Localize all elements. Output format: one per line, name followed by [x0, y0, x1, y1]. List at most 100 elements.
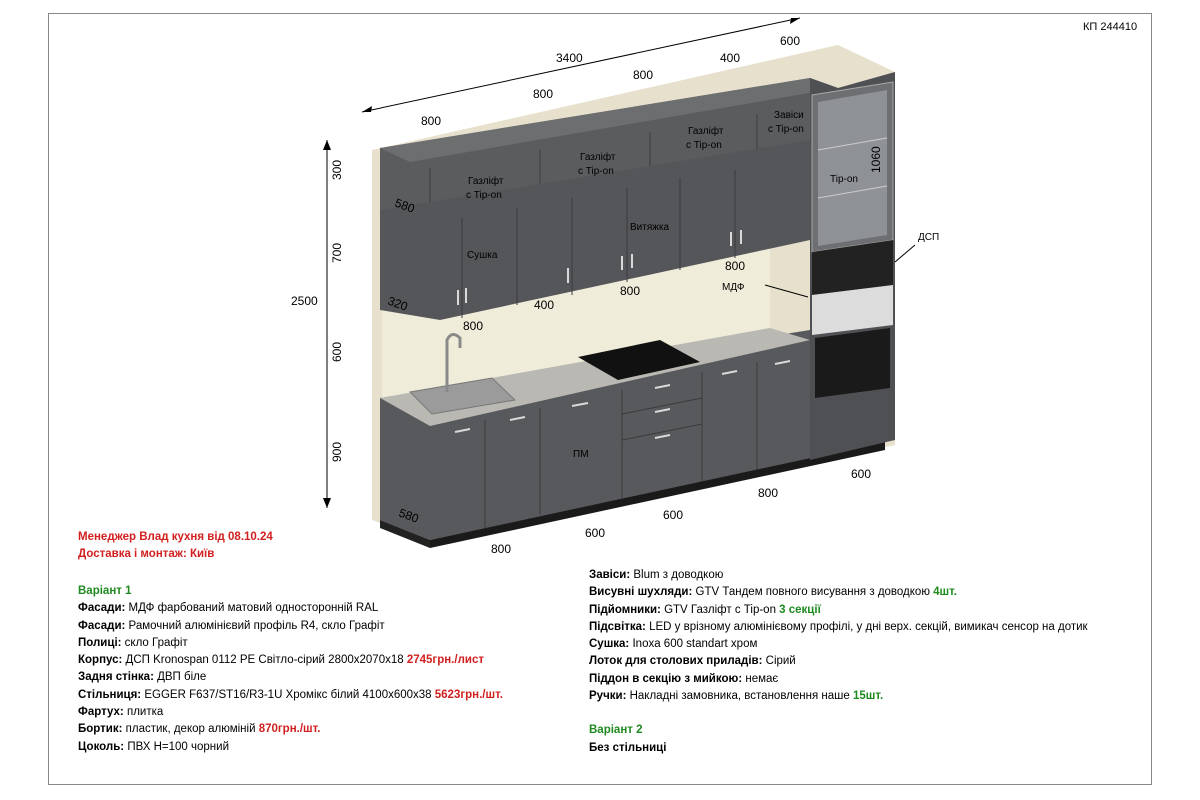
oven — [815, 328, 890, 398]
manager-header: Менеджер Влад кухня від 08.10.24 Доставк… — [78, 529, 273, 564]
spec-text: плитка — [123, 706, 164, 719]
spec-label: Піддон в секцію з мийкою: — [589, 672, 743, 685]
spec-text: ПВХ H=100 чорний — [124, 740, 230, 753]
spec-text: пластик, декор алюміній — [122, 723, 259, 736]
spec-row: Сушка: Inoxa 600 standart хром — [589, 636, 1088, 653]
dim-top-800-a: 800 — [421, 114, 441, 128]
dim-top-800-c: 800 — [633, 68, 653, 82]
label-gaslift-2a: Газліфт — [580, 151, 616, 163]
spec-label: Сушка: — [589, 638, 630, 651]
spec-price: 4шт. — [933, 586, 957, 599]
spec-price: 2745грн./лист — [406, 654, 484, 667]
label-gaslift-3a: Газліфт — [688, 125, 724, 137]
spec-row: Корпус: ДСП Kronospan 0112 PE Світло-сір… — [78, 652, 503, 669]
variant1-title: Варіант 1 — [78, 585, 132, 597]
dim-mid-800-a: 800 — [463, 319, 483, 333]
label-gaslift-1b: с Tip-on — [466, 190, 502, 201]
spec-label: Висувні шухляди: — [589, 586, 693, 599]
spec-label: Підйомники: — [589, 603, 661, 616]
spec-text: Сірий — [762, 655, 796, 668]
spec-label: Задня стінка: — [78, 671, 154, 684]
spec-row: Фартух: плитка — [78, 704, 503, 721]
spec-label: Лоток для столових приладів: — [589, 655, 763, 668]
dim-depth-580-top: 580 — [393, 196, 417, 216]
label-gaslift-3b: с Tip-on — [686, 140, 722, 151]
spec-text: МДФ фарбований матовий односторонній RAL — [125, 602, 379, 615]
spec-row: Підсвітка: LED у врізному алюмінієвому п… — [589, 619, 1088, 636]
spec-price: 870грн./шт. — [258, 723, 321, 736]
spec-price: 3 секції — [779, 603, 821, 616]
spec-row: Фасади: Рамочний алюмінієвий профіль R4,… — [78, 618, 503, 635]
dim-height-total: 2500 — [291, 294, 318, 308]
spec-price: 5623грн./шт. — [434, 688, 503, 701]
spec-row: Лоток для столових приладів: Сірий — [589, 653, 1088, 670]
label-hood: Витяжка — [630, 222, 670, 233]
spec-row: Бортик: пластик, декор алюміній 870грн./… — [78, 721, 503, 738]
dim-total-width: 3400 — [556, 51, 583, 65]
backsplash — [382, 248, 770, 398]
label-mdf: МДФ — [722, 282, 745, 293]
spec-text: Inoxa 600 standart хром — [629, 638, 758, 651]
label-dryer: Сушка — [467, 250, 498, 261]
spec-row: Задня стінка: ДВП біле — [78, 669, 503, 686]
dimension-lines — [326, 17, 801, 508]
label-hinges-b: с Tip-on — [768, 124, 804, 135]
spec-text: немає — [742, 672, 779, 685]
spec-label: Стільниця: — [78, 688, 142, 701]
spec-text: ДВП біле — [153, 671, 207, 684]
spec-text: GTV Газліфт с Tip-on — [660, 603, 780, 616]
spec-price: 15шт. — [852, 690, 884, 703]
spec-label: Корпус: — [78, 654, 123, 667]
dim-h-1060: 1060 — [869, 146, 883, 173]
spec-text: ДСП Kronospan 0112 PE Світло-сірий 2800х… — [122, 654, 407, 667]
spec-text: Blum з доводкою — [630, 569, 724, 581]
spec-row: Завіси: Blum з доводкою — [589, 567, 1088, 584]
dim-h-300: 300 — [330, 160, 344, 180]
dim-h-700: 700 — [330, 243, 344, 263]
dim-top-800-b: 800 — [533, 87, 553, 101]
dim-mid-800-c: 800 — [725, 259, 745, 273]
document-id: КП 244410 — [1083, 21, 1138, 33]
spec-row: Висувні шухляди: GTV Тандем повного вису… — [589, 584, 1088, 601]
label-dsp: ДСП — [918, 232, 939, 243]
dim-top-400: 400 — [720, 51, 740, 65]
dim-h-900: 900 — [330, 442, 344, 462]
spec-label: Бортик: — [78, 723, 123, 736]
spec-label: Фасади: — [78, 619, 126, 632]
spec-row: Ручки: Накладні замовника, встановлення … — [589, 688, 1088, 705]
page-frame — [48, 13, 1152, 785]
plinth — [430, 442, 885, 548]
variant1-specs: Варіант 1 Фасади: МДФ фарбований матовий… — [78, 583, 503, 756]
spec-text: EGGER F637/ST16/R3-1U Хромікс білий 4100… — [141, 688, 435, 701]
spec-row: Цоколь: ПВХ H=100 чорний — [78, 739, 503, 756]
label-gaslift-1a: Газліфт — [468, 175, 504, 187]
variant2-text: Без стільниці — [589, 741, 667, 754]
dim-top-600: 600 — [780, 34, 800, 48]
dim-bot-600-a: 600 — [585, 526, 605, 540]
dim-depth-580-bottom: 580 — [397, 506, 421, 526]
spec-label: Фартух: — [78, 706, 124, 719]
spec-row: Стільниця: EGGER F637/ST16/R3-1U Хромікс… — [78, 687, 503, 704]
spec-label: Фасади: — [78, 602, 126, 615]
spec-label: Підсвітка: — [589, 620, 646, 633]
sink — [408, 377, 517, 415]
upper-handles — [457, 230, 742, 305]
spec-label: Цоколь: — [78, 740, 125, 753]
spec-label: Полиці: — [78, 636, 122, 649]
upper-top-row — [380, 78, 810, 225]
label-tipon: Tip-on — [830, 174, 858, 185]
dim-mid-400: 400 — [534, 298, 554, 312]
oven-panel — [812, 285, 893, 335]
dim-bot-800-a: 800 — [491, 542, 511, 556]
faucet — [445, 333, 462, 392]
spec-text: скло Графіт — [121, 636, 188, 649]
dim-h-600: 600 — [330, 342, 344, 362]
label-gaslift-2b: с Tip-on — [578, 166, 614, 177]
variant2-title: Варіант 2 — [589, 724, 643, 737]
cooktop — [578, 340, 700, 380]
spec-row: Підйомники: GTV Газліфт с Tip-on 3 секці… — [589, 602, 1088, 619]
label-hinges-a: Завіси — [774, 110, 804, 121]
label-dishwasher: ПМ — [573, 449, 589, 460]
